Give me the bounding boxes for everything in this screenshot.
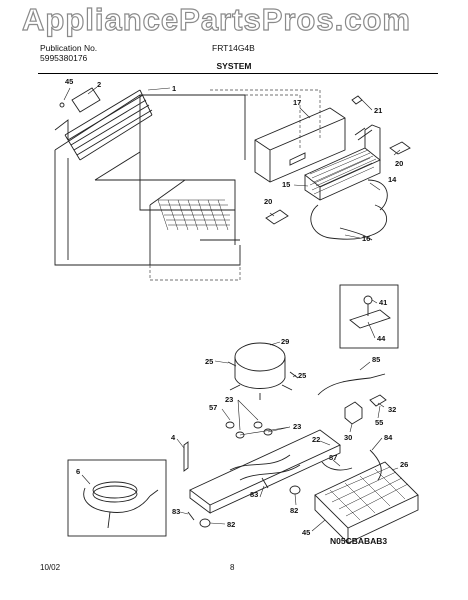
callout-label: 32 [388,405,396,414]
part-84-tube [369,449,382,481]
cabinet-drawing [54,89,321,281]
callout-label: 26 [400,460,408,469]
part-25-bolt-right [289,371,299,379]
part-14-tube [367,179,388,211]
part-26-drain-pan [314,461,419,544]
part-82-foot-left [199,518,211,528]
callout-label: 23 [225,395,233,404]
part-17-cover [254,107,346,183]
part-30-relay [344,401,363,425]
part-22-base-plate [189,429,341,514]
grommets-57-23 [225,421,273,439]
callout-label: 83 [250,490,258,499]
callout-label: 20 [264,197,272,206]
diagram-code: N05CBABAB3 [330,536,388,546]
callout-label: 16 [362,234,370,243]
condenser-coil-drawing [54,89,153,161]
callout-label: 2 [97,80,101,89]
part-82-foot-center [289,485,301,495]
callout-label: 82 [290,506,298,515]
callout-label: 83 [172,507,180,516]
part-4-strip [183,441,189,472]
callout-label: 84 [384,433,393,442]
callout-label: 4 [171,433,176,442]
callout-label: 41 [379,298,387,307]
watermark-logo: AppliancePartsPros.com [21,1,411,37]
callout-label: 45 [302,528,310,537]
callout-label: 87 [329,453,337,462]
part-83-screw-center [261,477,269,489]
callout-label: 1 [172,84,176,93]
callout-label: 45 [65,77,73,86]
part-2-bracket [71,87,101,113]
part-20-pad-right [389,141,411,155]
leader-lines [63,86,401,532]
part-55-overload [369,394,387,407]
part-85-tube [317,373,386,396]
publication-label: Publication No. [40,43,98,53]
inset-box-6-wiring [67,459,167,537]
part-20-pad-left [265,209,289,225]
callout-label: 29 [281,337,289,346]
callout-label: 17 [293,98,301,107]
callout-labels: 45 2 1 17 21 20 15 14 20 16 41 44 29 25 … [65,77,408,537]
callout-label: 22 [312,435,320,444]
publication-number: 5995380176 [40,53,88,63]
callout-label: 6 [76,467,80,476]
header-rule [38,73,438,74]
callout-label: 15 [282,180,290,189]
callout-label: 55 [375,418,383,427]
callout-label: 25 [205,357,213,366]
part-45-screw [59,102,65,108]
footer-page-number: 8 [230,563,235,572]
inset-box-41-44 [339,284,399,349]
callout-label: 85 [372,355,380,364]
callout-label: 21 [374,106,382,115]
callout-label: 57 [209,403,217,412]
model-number: FRT14G4B [212,43,255,53]
footer-date: 10/02 [40,563,61,572]
callout-label: 44 [377,334,386,343]
callout-label: 25 [298,371,306,380]
part-16-drain-tube [310,204,388,241]
callout-label: 82 [227,520,235,529]
part-29-compressor [229,342,293,400]
section-title: SYSTEM [216,61,252,71]
callout-label: 30 [344,433,352,442]
part-25-bolt-left [227,361,237,367]
callout-label: 14 [388,175,397,184]
part-87-tube [321,461,353,471]
part-83-screw-left [187,511,195,521]
part-21-clip [351,95,363,105]
callout-label: 23 [293,422,301,431]
part-15-evaporator [304,124,381,201]
callout-label: 20 [395,159,403,168]
